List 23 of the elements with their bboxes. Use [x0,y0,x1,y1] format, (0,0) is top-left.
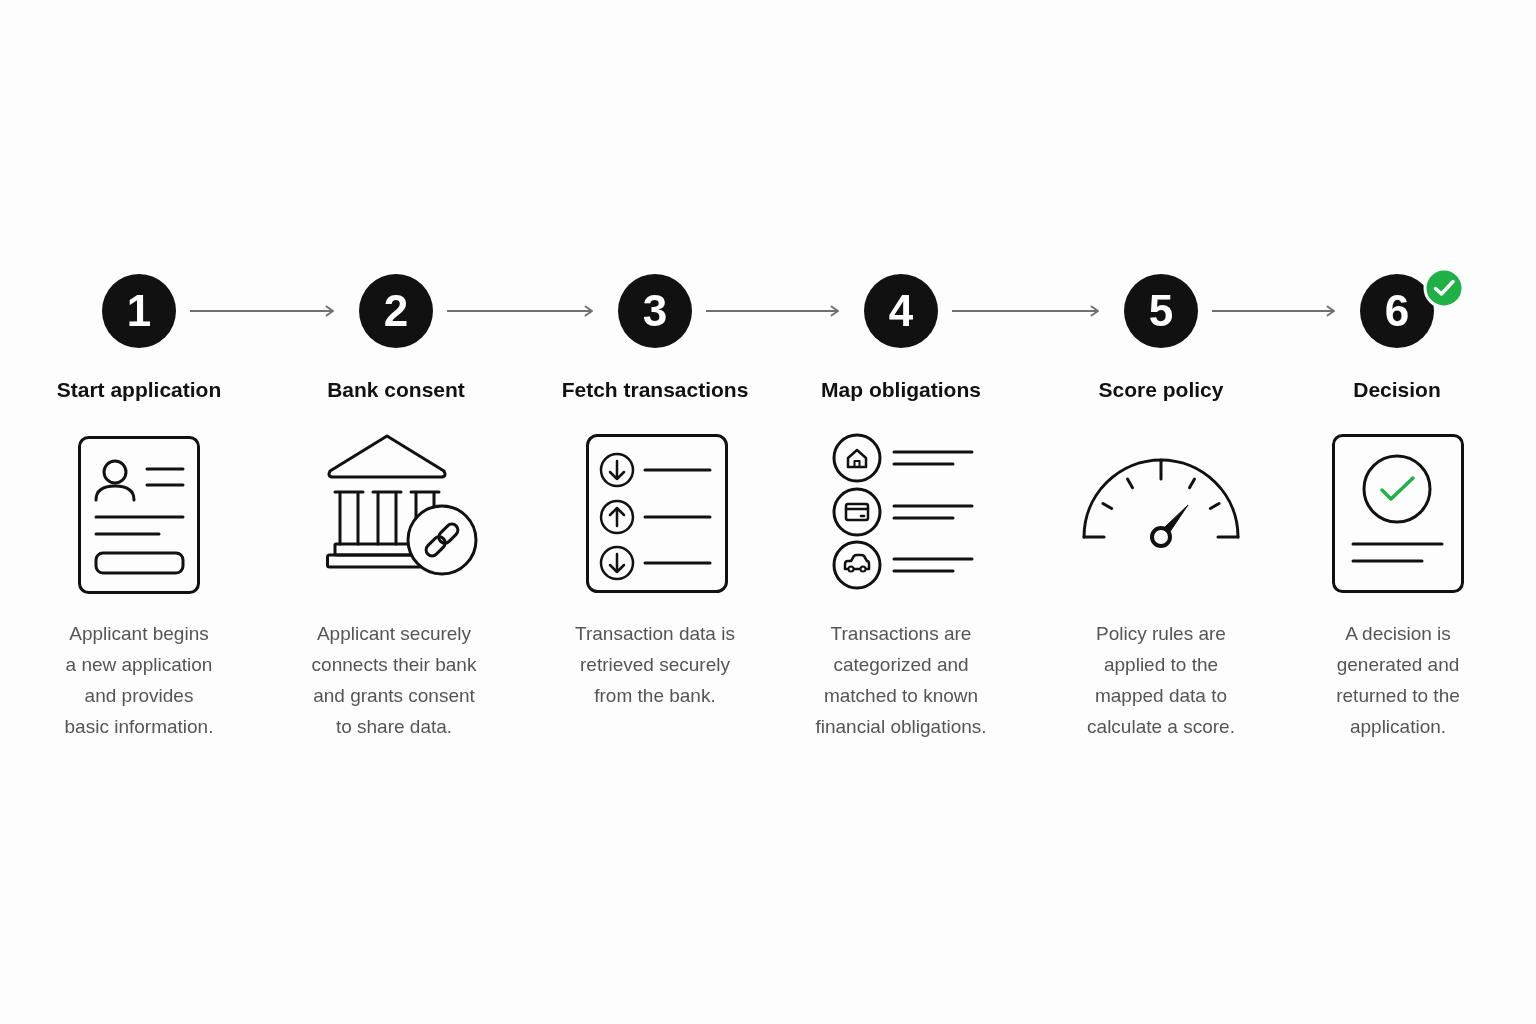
step-title: Score policy [1098,377,1224,403]
arrow [1211,305,1335,317]
arrow [446,305,593,317]
step-description: Applicant begins a new application and provides basic information. [63,622,215,739]
step-title: Map obligations [821,377,981,403]
step-number: 4 [864,274,938,348]
step-title: Start application [56,377,222,403]
step-description: Applicant securely connects their bank and grants consent to share data. [310,622,478,739]
step-description: Transaction data is retrieved securely from the bank. [574,622,736,708]
step-title: Bank consent [327,377,465,403]
step-number: 3 [618,274,692,348]
arrow [951,305,1099,317]
step-description: Policy rules are applied to the mapped data to calculate a score. [1086,622,1236,739]
step-number: 1 [102,274,176,348]
step-number: 2 [359,274,433,348]
arrow [705,305,839,317]
step-number: 6 [1360,274,1434,348]
step-number: 5 [1124,274,1198,348]
step-description: Transactions are categorized and matched to known financial obligations. [814,622,988,739]
step-title: Decision [1353,377,1441,403]
step-title: Fetch transactions [561,377,749,403]
arrow [189,305,334,317]
step-description: A decision is generated and returned to the application. [1335,622,1461,739]
